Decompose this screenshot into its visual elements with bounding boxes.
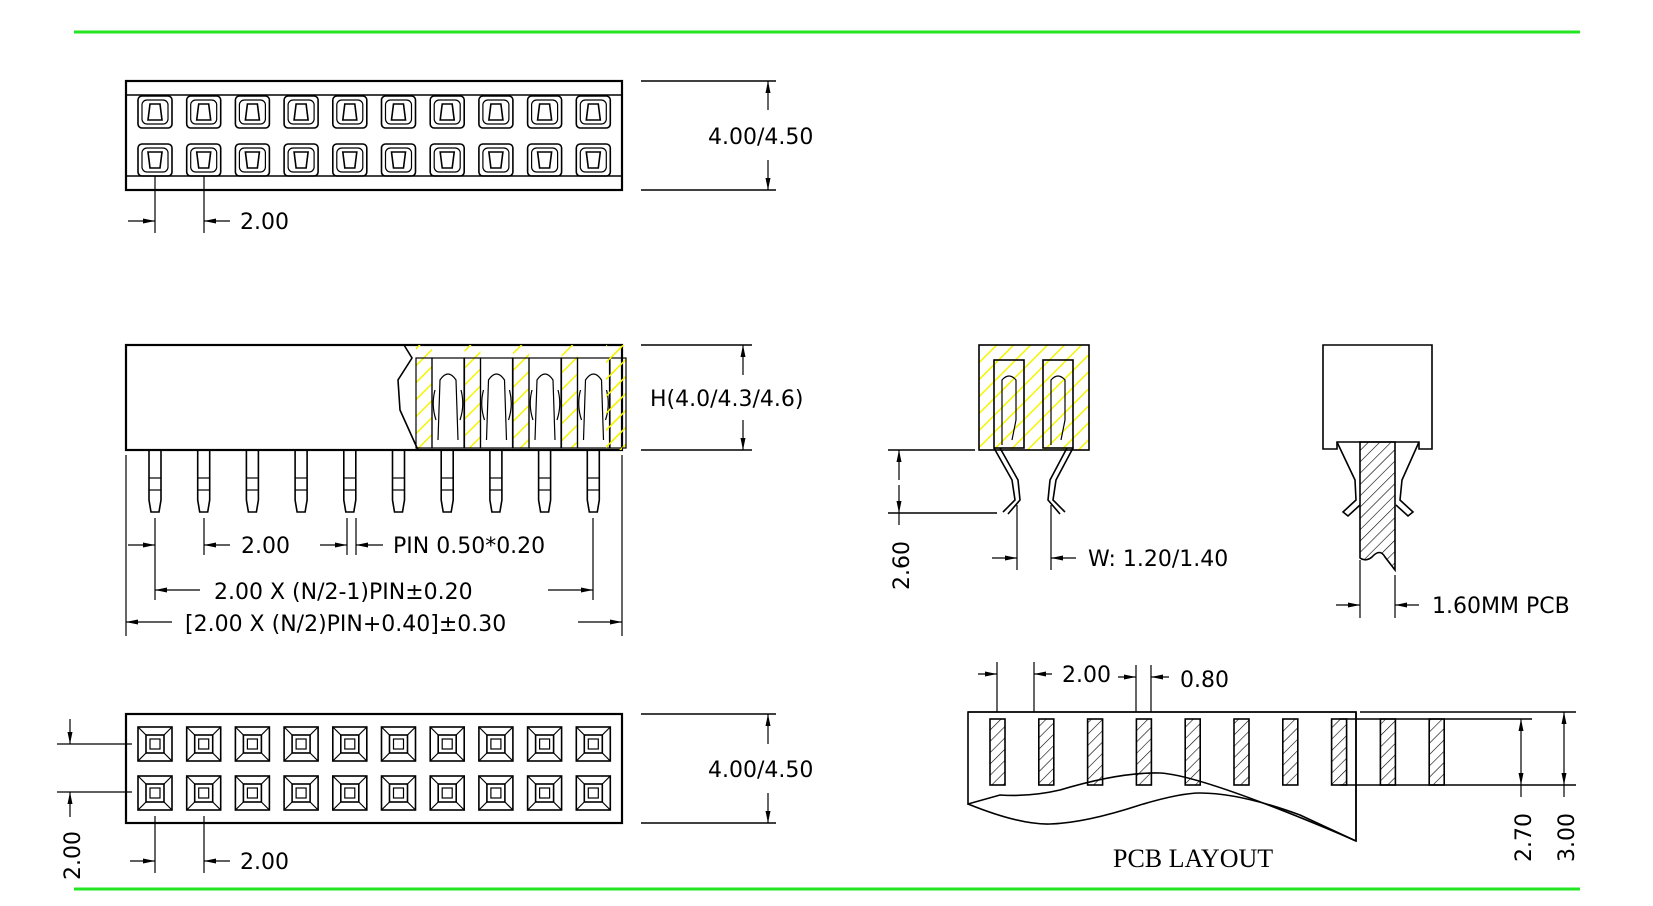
end-view-width-label: W: 1.20/1.40 [1088, 547, 1228, 572]
bottom-view-cavity [234, 726, 271, 762]
bottom-view-cavity [478, 775, 514, 811]
side-view-pin-label: PIN 0.50*0.20 [393, 534, 545, 559]
top-view-contact [137, 95, 173, 129]
pcb-outline-label: 3.00 [1555, 813, 1580, 862]
pcb-pad [1233, 718, 1250, 786]
side-view-pin [148, 450, 162, 513]
bottom-view-cavity-grid [137, 726, 612, 811]
bottom-view-cavity [331, 775, 368, 811]
top-view-contact [526, 143, 563, 177]
top-view-contact [185, 95, 222, 129]
end-view: 2.60 W: 1.20/1.40 [888, 344, 1228, 590]
bottom-view-cavity [478, 726, 514, 762]
top-view-contact [234, 95, 271, 129]
bottom-view-cavity [185, 726, 222, 762]
pcb-pad [1135, 718, 1153, 786]
mounted-view: 1.60MM PCB [1322, 344, 1570, 619]
side-view-pin [537, 450, 552, 513]
top-view-contact [380, 143, 417, 177]
bottom-view-cavity [429, 726, 466, 762]
pcb-pad-width-label: 0.80 [1180, 668, 1229, 693]
top-view-contact [137, 143, 173, 177]
bottom-view-cavity [137, 726, 173, 762]
bottom-view-col-pitch-label: 2.00 [240, 850, 289, 875]
side-view-pin [196, 450, 211, 513]
pcb-pad [1379, 718, 1397, 786]
side-view-pin [586, 450, 601, 513]
top-view: 2.00 4.00/4.50 [124, 79, 813, 235]
bottom-view-cavity [526, 775, 563, 811]
pcb-pad [1184, 718, 1201, 786]
top-view-contact [575, 95, 612, 129]
bottom-view-cavity [380, 775, 417, 811]
side-view-pin [489, 450, 503, 513]
top-view-contact [283, 95, 319, 129]
bottom-view-cavity [575, 726, 612, 762]
pcb-layout: 2.00 0.80 2.70 3.00 PCB LAYOUT [967, 662, 1580, 873]
bottom-view-row-pitch-label: 2.00 [61, 831, 86, 880]
bottom-view-height-label: 4.00/4.50 [708, 758, 813, 783]
pcb-pitch-label: 2.00 [1062, 663, 1111, 688]
mounted-view-pcb-label: 1.60MM PCB [1432, 594, 1570, 619]
top-view-contact [234, 143, 271, 177]
top-view-pitch-label: 2.00 [240, 210, 289, 235]
bottom-view-cavity [380, 726, 417, 762]
side-view-pin [245, 450, 260, 513]
pcb-pad [1282, 718, 1299, 786]
side-view-pin [440, 450, 454, 513]
end-view-lead-length-label: 2.60 [890, 541, 915, 590]
top-view-contact [380, 95, 417, 129]
top-view-contact [429, 143, 466, 177]
bottom-view-cavity [137, 775, 173, 811]
top-view-contact [283, 143, 319, 177]
top-view-contact-grid [137, 95, 612, 177]
bottom-view-cavity [526, 726, 563, 762]
side-view-section-cutaway [397, 344, 627, 451]
side-view-pin [391, 450, 406, 513]
bottom-view: 2.00 2.00 4.00/4.50 [57, 712, 813, 880]
side-view-pin [294, 450, 308, 513]
bottom-view-cavity [283, 726, 319, 762]
top-view-contact [526, 95, 563, 129]
top-view-contact [575, 143, 612, 177]
bottom-view-cavity [234, 775, 271, 811]
pcb-pad-row [989, 718, 1445, 786]
bottom-view-cavity [185, 775, 222, 811]
top-view-contact [478, 143, 514, 177]
pcb-pad [989, 718, 1006, 786]
top-view-contact [429, 95, 466, 129]
pcb-layout-title: PCB LAYOUT [1113, 844, 1273, 873]
pcb-pad [1330, 718, 1348, 786]
pcb-pad [1038, 718, 1055, 786]
pcb-pad [1428, 718, 1445, 786]
side-view-pins [148, 450, 601, 513]
bottom-view-cavity [283, 775, 319, 811]
top-view-contact [331, 95, 368, 129]
bottom-view-cavity [575, 775, 612, 811]
side-view-pitch-label: 2.00 [241, 534, 290, 559]
bottom-view-cavity [331, 726, 368, 762]
side-view-height-label: H(4.0/4.3/4.6) [650, 387, 804, 412]
side-view-overall-label: [2.00 X (N/2)PIN+0.40]±0.30 [185, 612, 506, 637]
top-view-contact [478, 95, 514, 129]
pcb-pad-length-label: 2.70 [1512, 813, 1537, 862]
pcb-pad [1086, 718, 1104, 786]
side-view-span-label: 2.00 X (N/2-1)PIN±0.20 [214, 580, 473, 605]
side-view: H(4.0/4.3/4.6) 2.00 PIN 0.50*0.20 2.00 X… [124, 343, 804, 637]
top-view-contact [185, 143, 222, 177]
side-view-pin [343, 450, 357, 513]
top-view-height-label: 4.00/4.50 [708, 125, 813, 150]
top-view-contact [331, 143, 368, 177]
bottom-view-cavity [429, 775, 466, 811]
